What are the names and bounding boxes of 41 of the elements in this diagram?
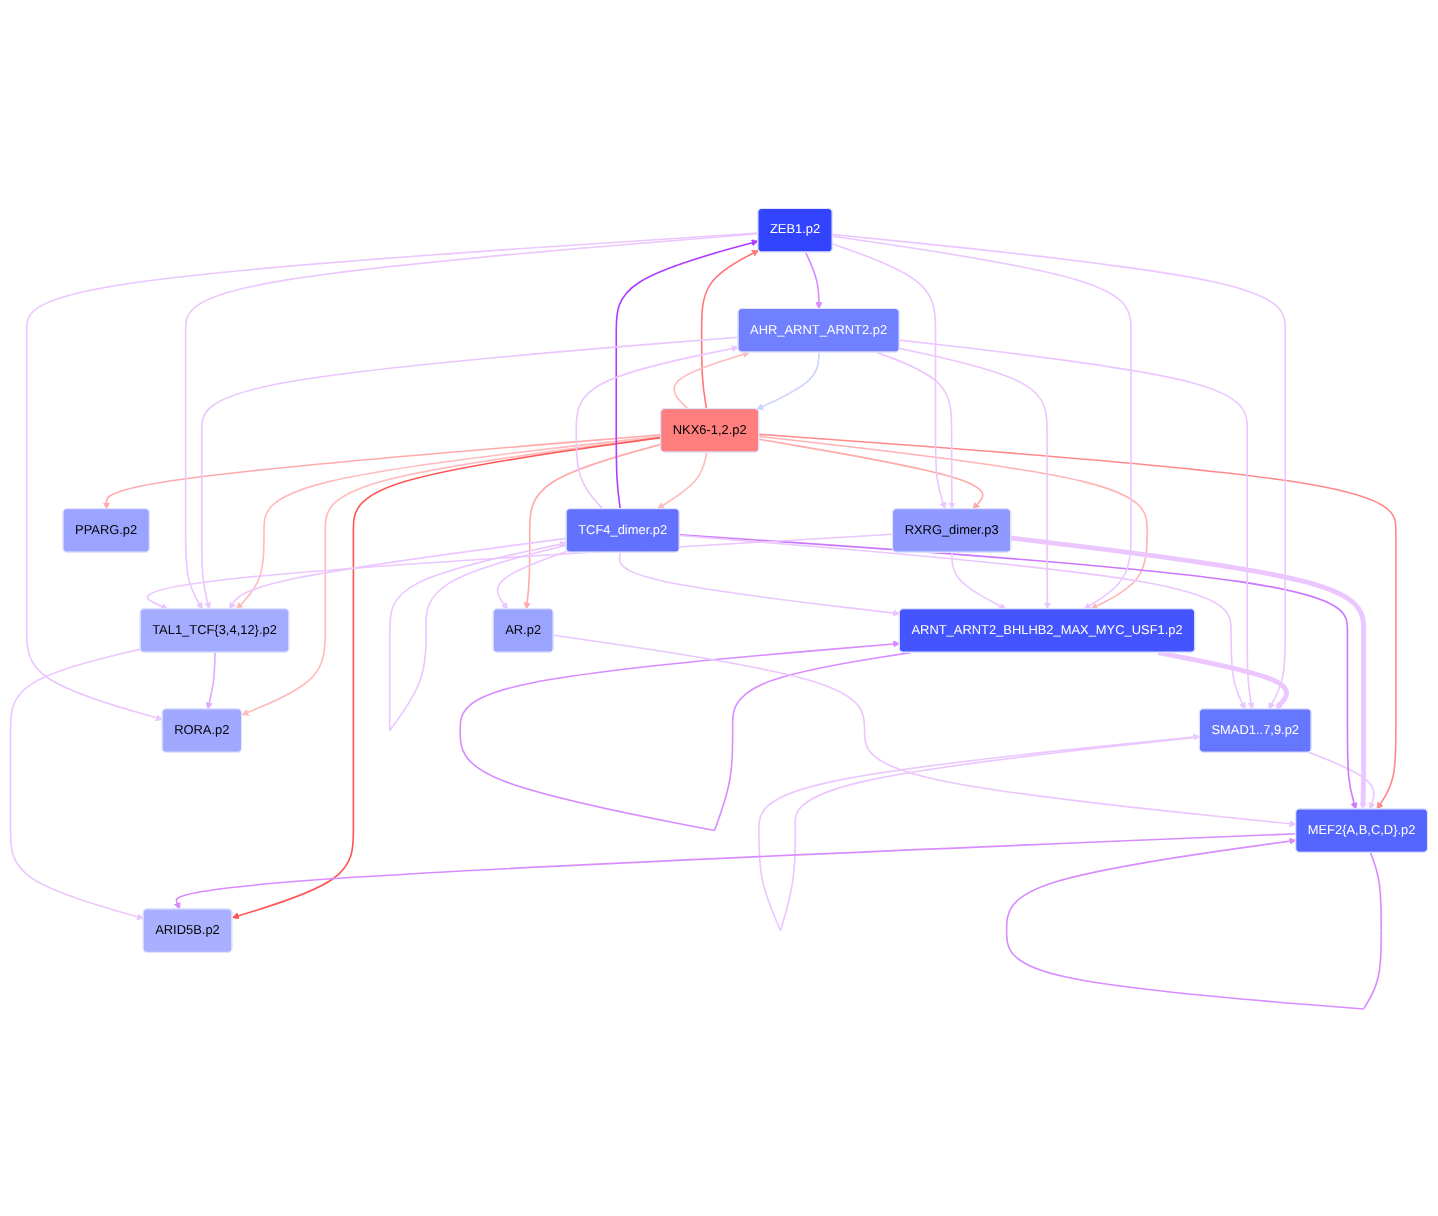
arrow bbox=[678, 533, 1358, 809]
arrow bbox=[898, 338, 1255, 709]
arrow bbox=[496, 549, 569, 609]
arrow bbox=[678, 533, 1246, 709]
arrow bbox=[898, 346, 1051, 609]
arrow bbox=[388, 540, 568, 731]
arrow bbox=[231, 436, 662, 919]
arrow bbox=[831, 242, 947, 509]
arrow bbox=[523, 442, 662, 609]
arrow bbox=[1005, 836, 1382, 1009]
arrow bbox=[673, 350, 750, 410]
arrow bbox=[876, 350, 956, 509]
arrow bbox=[102, 433, 662, 509]
arrow bbox=[1308, 750, 1376, 809]
arrow bbox=[951, 551, 1007, 609]
arrow bbox=[173, 832, 1297, 909]
arrow bbox=[831, 234, 1132, 609]
arrow bbox=[241, 435, 662, 715]
arrow bbox=[1157, 649, 1289, 709]
arrow bbox=[236, 434, 662, 609]
arrow bbox=[615, 238, 759, 510]
arrow bbox=[758, 437, 984, 509]
arrow bbox=[831, 232, 1287, 709]
arrow bbox=[1010, 534, 1367, 809]
arrow bbox=[229, 536, 568, 609]
arrow bbox=[657, 451, 708, 509]
arrow bbox=[459, 639, 912, 831]
arrow bbox=[25, 231, 759, 721]
arrow bbox=[758, 732, 1201, 931]
arrow bbox=[552, 633, 1297, 827]
arrow bbox=[758, 434, 1148, 609]
arrow bbox=[184, 232, 759, 609]
arrow bbox=[9, 647, 144, 920]
arrow bbox=[700, 249, 759, 410]
arrow bbox=[575, 344, 739, 510]
arrow bbox=[758, 432, 1397, 809]
arrow bbox=[618, 551, 901, 616]
arrow bbox=[756, 350, 820, 410]
arrow bbox=[205, 651, 216, 709]
arrow bbox=[804, 250, 823, 309]
arrow bbox=[200, 335, 740, 609]
